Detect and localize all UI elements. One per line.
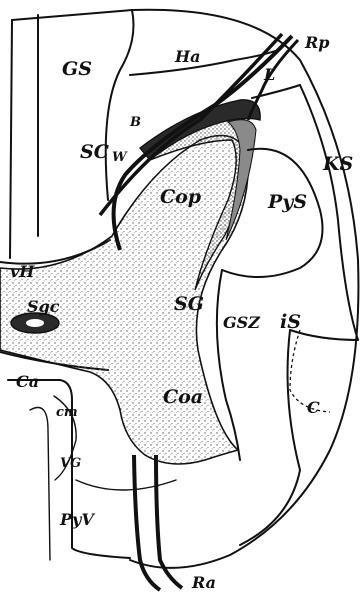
label-sc: SC [80, 141, 109, 163]
label-gs: GS [62, 58, 92, 80]
label-gsz: GSZ [223, 313, 261, 332]
label-w: W [112, 150, 128, 165]
label-coa: Coa [163, 386, 203, 408]
c-border [240, 330, 300, 545]
central-canal-lumen [26, 319, 44, 327]
label-is: iS [280, 311, 301, 333]
label-pyv: PyV [59, 510, 95, 529]
label-ca: Ca [16, 372, 39, 391]
label-ha: Ha [174, 47, 200, 66]
ventral-inner-border [30, 408, 50, 561]
label-vg: VG [60, 456, 81, 471]
label-ra: Ra [191, 573, 216, 592]
label-pys: PyS [267, 191, 307, 213]
label-ks: KS [322, 153, 353, 175]
label-sgc: Sgc [27, 297, 60, 316]
label-b: B [129, 115, 141, 130]
vg-border-b [76, 480, 176, 490]
label-cop: Cop [160, 186, 202, 208]
label-vh: vH [10, 262, 35, 281]
label-l: L [263, 65, 275, 84]
label-c: C [307, 398, 320, 417]
label-rp: Rp [304, 33, 329, 52]
dorsal-median-septum [10, 20, 12, 258]
label-sg: SG [174, 293, 204, 315]
label-cm: cm [56, 405, 78, 420]
